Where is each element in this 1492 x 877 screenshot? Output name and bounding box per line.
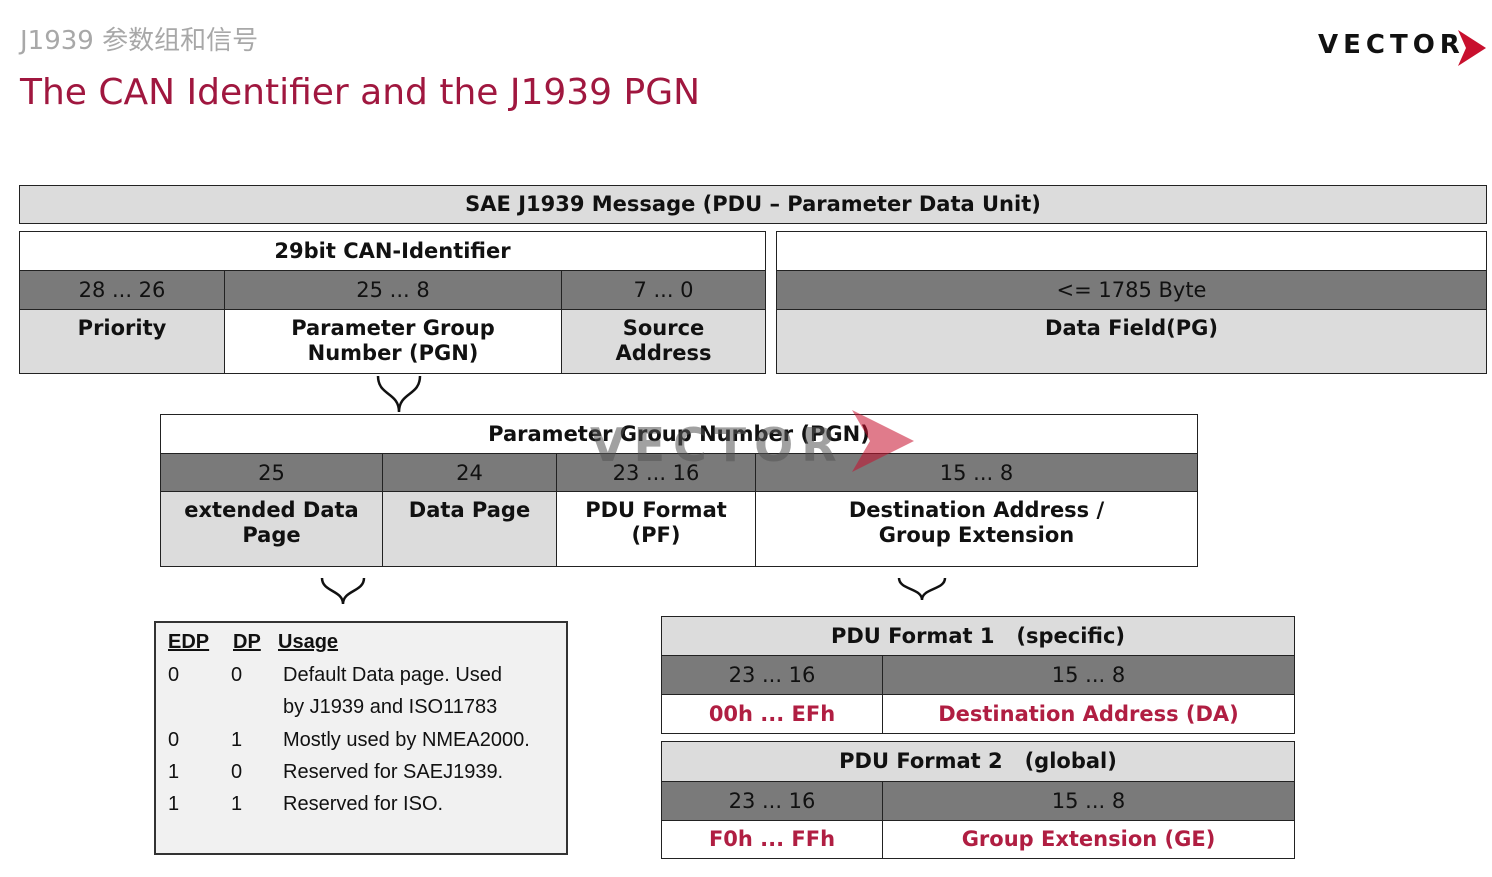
bits-priority-label: 28 ... 26 bbox=[78, 278, 166, 302]
pgn-field-edp-label: extended Data Page bbox=[184, 498, 359, 547]
bits-data-label: <= 1785 Byte bbox=[1056, 278, 1207, 302]
pgn-bits-ps: 15 ... 8 bbox=[755, 453, 1198, 492]
pgn-bits-pf: 23 ... 16 bbox=[556, 453, 756, 492]
pgn-field-pf: PDU Format (PF) bbox=[556, 491, 756, 567]
pdu1-bits-pf-label: 23 ... 16 bbox=[728, 663, 816, 687]
legend-row-dp: 1 bbox=[231, 793, 243, 815]
field-priority: Priority bbox=[19, 309, 225, 374]
slide-title: The CAN Identifier and the J1939 PGN bbox=[20, 72, 701, 113]
pgn-bits-edp: 25 bbox=[160, 453, 383, 492]
pgn-field-dp-label: Data Page bbox=[408, 498, 531, 522]
pdu1-range-label: 00h ... EFh bbox=[708, 701, 836, 726]
brace-edp-icon bbox=[320, 577, 366, 605]
pdu-format-2-title-label: PDU Format 2 (global) bbox=[839, 749, 1117, 773]
legend-row-usage: by J1939 and ISO11783 bbox=[283, 696, 498, 718]
field-source-address-label: Source Address bbox=[615, 316, 712, 365]
slide-subtitle: J1939 参数组和信号 bbox=[20, 26, 259, 56]
edp-dp-usage-table: EDP DP Usage 0 0 Default Data page. Used… bbox=[154, 621, 568, 855]
logo-text: VECTOR bbox=[1318, 30, 1465, 60]
pdu1-bits-pf: 23 ... 16 bbox=[661, 655, 883, 695]
vector-logo: VECTOR bbox=[1318, 28, 1488, 70]
pdu1-bits-ps: 15 ... 8 bbox=[882, 655, 1295, 695]
bits-source-address: 7 ... 0 bbox=[561, 270, 766, 310]
pgn-breakdown-title-label: Parameter Group Number (PGN) bbox=[488, 421, 870, 446]
pgn-field-dp: Data Page bbox=[382, 491, 557, 567]
brace-ps-icon bbox=[897, 577, 947, 601]
pgn-field-pf-label: PDU Format (PF) bbox=[585, 498, 727, 547]
legend-row-edp: 0 bbox=[168, 729, 180, 751]
bits-source-address-label: 7 ... 0 bbox=[633, 278, 694, 302]
legend-row-dp: 0 bbox=[231, 761, 243, 783]
pdu1-bits-ps-label: 15 ... 8 bbox=[1051, 663, 1126, 687]
field-data-label: Data Field(PG) bbox=[1045, 316, 1218, 340]
bits-pgn: 25 ... 8 bbox=[224, 270, 562, 310]
bits-priority: 28 ... 26 bbox=[19, 270, 225, 310]
pgn-bits-ps-label: 15 ... 8 bbox=[939, 460, 1014, 485]
legend-row-usage: Reserved for SAEJ1939. bbox=[283, 761, 504, 783]
pdu-format-2-title: PDU Format 2 (global) bbox=[661, 741, 1295, 782]
pgn-field-edp: extended Data Page bbox=[160, 491, 383, 567]
pdu2-bits-pf-label: 23 ... 16 bbox=[728, 789, 816, 813]
sae-message-banner-label: SAE J1939 Message (PDU – Parameter Data … bbox=[465, 192, 1041, 216]
legend-row-usage: Mostly used by NMEA2000. bbox=[283, 729, 530, 751]
pdu2-range-label: F0h ... FFh bbox=[708, 827, 836, 851]
brace-pgn-icon bbox=[376, 375, 422, 413]
legend-header-usage: Usage bbox=[278, 631, 339, 653]
legend-header-dp: DP bbox=[233, 631, 261, 653]
pdu-format-1-title: PDU Format 1 (specific) bbox=[661, 616, 1295, 656]
logo-chevron-icon bbox=[1458, 30, 1486, 66]
can-identifier-title: 29bit CAN-Identifier bbox=[19, 231, 766, 271]
legend-row-edp: 0 bbox=[168, 664, 180, 686]
pgn-field-ps-label: Destination Address / Group Extension bbox=[848, 498, 1105, 547]
field-pgn: Parameter Group Number (PGN) bbox=[224, 309, 562, 374]
pdu2-bits-pf: 23 ... 16 bbox=[661, 781, 883, 821]
legend-row-usage: Default Data page. Used bbox=[283, 664, 503, 686]
pdu-format-1-title-label: PDU Format 1 (specific) bbox=[830, 623, 1126, 648]
pdu1-range: 00h ... EFh bbox=[661, 694, 883, 734]
pgn-bits-dp: 24 bbox=[382, 453, 557, 492]
data-header-blank bbox=[776, 231, 1487, 271]
pdu1-destination-address: Destination Address (DA) bbox=[882, 694, 1295, 734]
can-identifier-title-label: 29bit CAN-Identifier bbox=[274, 238, 511, 263]
pdu2-bits-ps: 15 ... 8 bbox=[882, 781, 1295, 821]
pgn-field-ps: Destination Address / Group Extension bbox=[755, 491, 1198, 567]
legend-row-dp: 1 bbox=[231, 729, 243, 751]
pgn-bits-pf-label: 23 ... 16 bbox=[612, 460, 700, 485]
pgn-bits-edp-label: 25 bbox=[258, 460, 285, 485]
pgn-breakdown-title: Parameter Group Number (PGN) bbox=[160, 414, 1198, 454]
legend-header-edp: EDP bbox=[168, 631, 210, 653]
pdu2-bits-ps-label: 15 ... 8 bbox=[1051, 789, 1126, 813]
field-source-address: Source Address bbox=[561, 309, 766, 374]
pdu1-destination-address-label: Destination Address (DA) bbox=[938, 701, 1239, 726]
bits-pgn-label: 25 ... 8 bbox=[356, 278, 430, 302]
pdu2-group-extension: Group Extension (GE) bbox=[882, 820, 1295, 859]
pgn-bits-dp-label: 24 bbox=[456, 460, 483, 485]
pdu2-range: F0h ... FFh bbox=[661, 820, 883, 859]
field-priority-label: Priority bbox=[77, 316, 167, 340]
bits-data: <= 1785 Byte bbox=[776, 270, 1487, 310]
legend-row-edp: 1 bbox=[168, 793, 180, 815]
field-pgn-label: Parameter Group Number (PGN) bbox=[291, 316, 495, 365]
legend-row-usage: Reserved for ISO. bbox=[283, 793, 444, 815]
pdu2-group-extension-label: Group Extension (GE) bbox=[961, 827, 1216, 851]
field-data: Data Field(PG) bbox=[776, 309, 1487, 374]
sae-message-banner: SAE J1939 Message (PDU – Parameter Data … bbox=[19, 185, 1487, 224]
legend-row-dp: 0 bbox=[231, 664, 243, 686]
legend-row-edp: 1 bbox=[168, 761, 180, 783]
